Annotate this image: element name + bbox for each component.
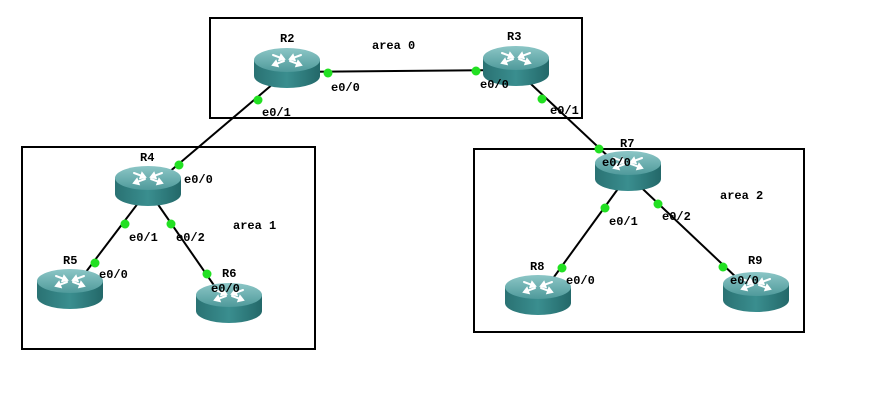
router-icon-r9[interactable] (723, 272, 789, 312)
if-label-r7-e0-2: e0/2 (662, 210, 691, 224)
if-label-r4-e0-0: e0/0 (184, 173, 213, 187)
area-0-box (209, 17, 583, 119)
port-status-r3-e0-1 (537, 94, 547, 104)
router-icon-r5[interactable] (37, 269, 103, 309)
port-status-r4-e0-1 (120, 219, 130, 229)
port-status-r5-e0-0 (90, 258, 100, 268)
if-label-r9-e0-0: e0/0 (730, 274, 759, 288)
router-label-r7: R7 (620, 137, 635, 151)
if-label-r3-e0-0: e0/0 (480, 78, 509, 92)
router-label-r9: R9 (748, 254, 763, 268)
if-label-r5-e0-0: e0/0 (99, 268, 128, 282)
router-icon-r3[interactable] (483, 46, 549, 86)
if-label-r8-e0-0: e0/0 (566, 274, 595, 288)
router-label-r8: R8 (530, 260, 545, 274)
if-label-r7-e0-1: e0/1 (609, 215, 638, 229)
if-label-r2-e0-1: e0/1 (262, 106, 291, 120)
area-2-label: area 2 (720, 189, 764, 203)
router-icon-r8[interactable] (505, 275, 571, 315)
router-label-r5: R5 (63, 254, 78, 268)
if-label-r6-e0-0: e0/0 (211, 282, 240, 296)
area-1-box (21, 146, 316, 350)
area-1-label: area 1 (233, 219, 277, 233)
router-icon-r4[interactable] (115, 166, 181, 206)
port-status-r7-e0-0 (594, 144, 604, 154)
router-icon-r2[interactable] (254, 48, 320, 88)
if-label-r4-e0-1: e0/1 (129, 231, 158, 245)
port-status-r7-e0-1 (600, 203, 610, 213)
if-label-r7-e0-0: e0/0 (602, 156, 631, 170)
router-icon-r6[interactable] (196, 283, 262, 323)
area-0-label: area 0 (372, 39, 416, 53)
port-status-r2-e0-1 (253, 95, 263, 105)
port-status-r4-e0-2 (166, 219, 176, 229)
area-2-box (473, 148, 805, 333)
router-label-r3: R3 (507, 30, 522, 44)
router-label-r6: R6 (222, 267, 237, 281)
if-label-r4-e0-2: e0/2 (176, 231, 205, 245)
port-status-r8-e0-0 (557, 263, 567, 273)
if-label-r2-e0-0: e0/0 (331, 81, 360, 95)
port-status-r3-e0-0 (471, 66, 481, 76)
router-icon-r7[interactable] (595, 151, 661, 191)
router-label-r2: R2 (280, 32, 295, 46)
if-label-r3-e0-1: e0/1 (550, 104, 579, 118)
port-status-r9-e0-0 (718, 262, 728, 272)
port-status-r7-e0-2 (653, 199, 663, 209)
link-r2-r3[interactable] (286, 69, 517, 73)
port-status-r6-e0-0 (202, 269, 212, 279)
port-status-r2-e0-0 (323, 68, 333, 78)
port-status-r4-e0-0 (174, 160, 184, 170)
router-label-r4: R4 (140, 151, 155, 165)
